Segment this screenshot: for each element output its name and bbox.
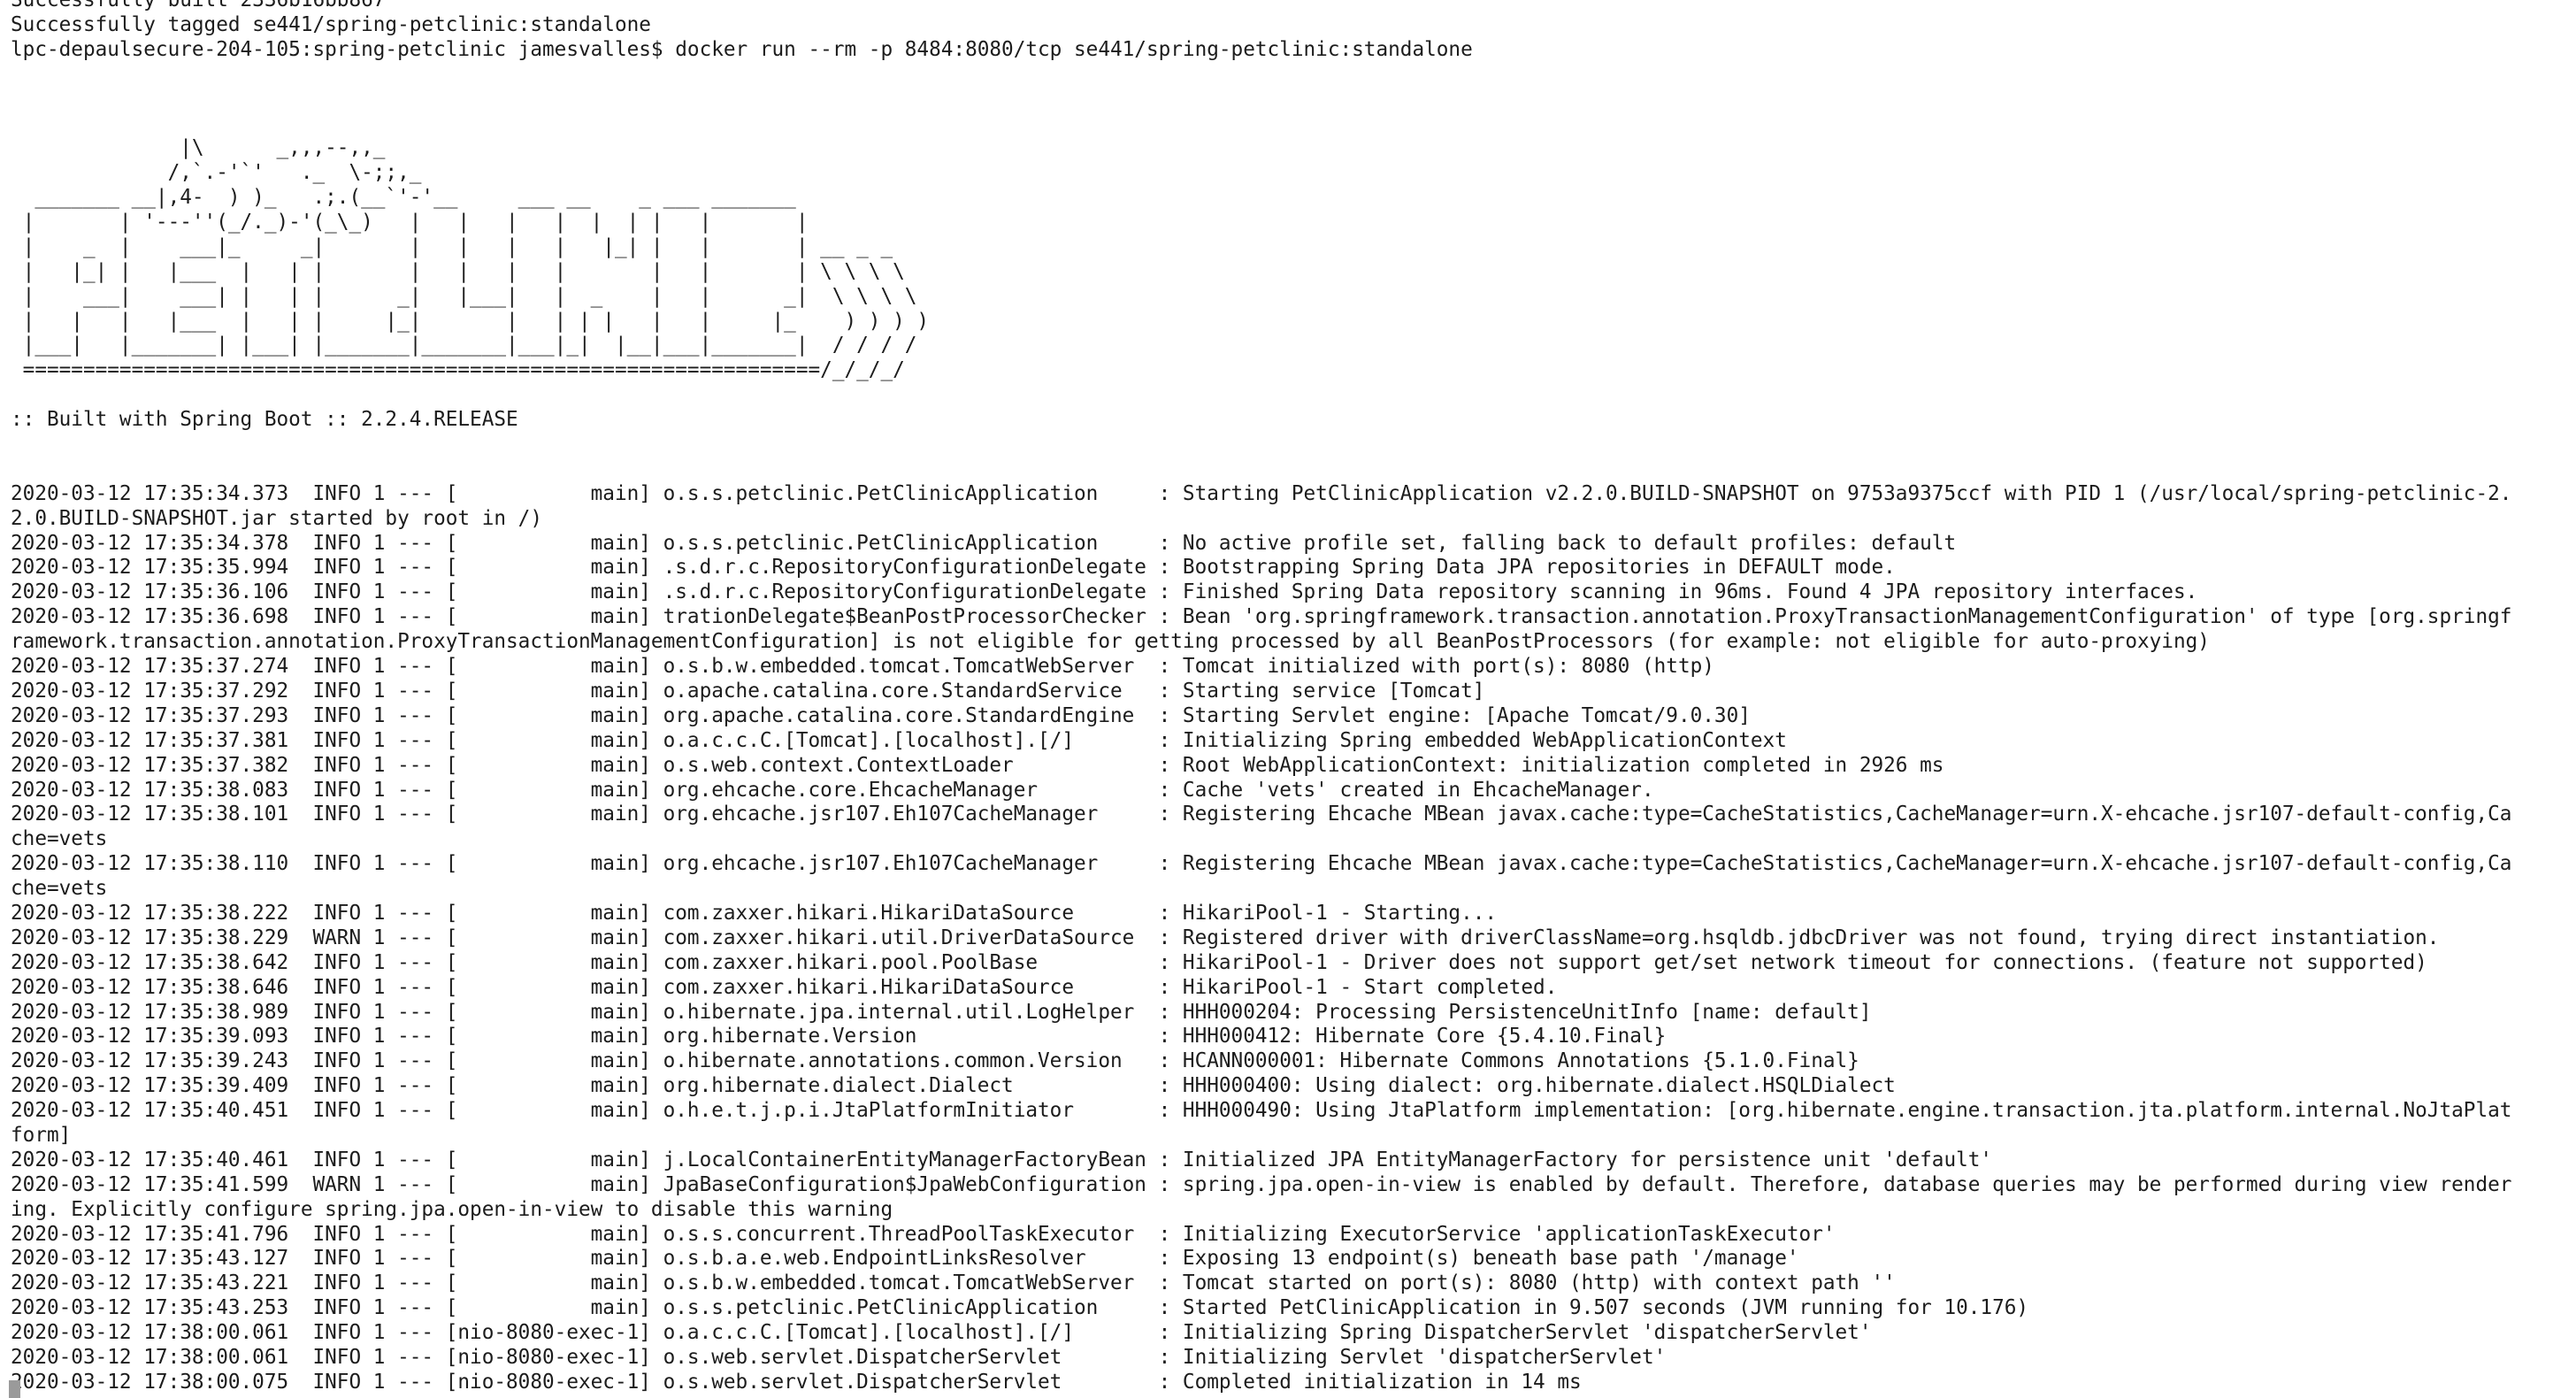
terminal-line: lpc-depaulsecure-204-105:spring-petclini…	[11, 37, 1473, 61]
terminal-line: 2020-03-12 17:35:37.293 INFO 1 --- [ mai…	[11, 703, 1751, 727]
terminal-line: ing. Explicitly configure spring.jpa.ope…	[11, 1197, 893, 1221]
terminal-line: 2020-03-12 17:38:00.061 INFO 1 --- [nio-…	[11, 1321, 1872, 1345]
terminal-line: 2020-03-12 17:35:39.093 INFO 1 --- [ mai…	[11, 1025, 1667, 1048]
terminal-line: 2020-03-12 17:35:38.989 INFO 1 --- [ mai…	[11, 1000, 1872, 1024]
terminal-line	[11, 63, 2511, 88]
terminal-line: _______ __|,4- ) )_ .;.(__`'-'__ ___ __ …	[11, 186, 796, 210]
terminal-line: :: Built with Spring Boot :: 2.2.4.RELEA…	[11, 408, 518, 432]
terminal-line: 2020-03-12 17:35:34.373 INFO 1 --- [ mai…	[11, 481, 2512, 505]
terminal-line: 2020-03-12 17:35:43.127 INFO 1 --- [ mai…	[11, 1247, 1799, 1271]
terminal-line: |\ _,,,--,,_	[11, 136, 386, 160]
terminal-line: ========================================…	[11, 358, 905, 382]
terminal-line	[11, 433, 2511, 457]
terminal-line: 2020-03-12 17:35:39.409 INFO 1 --- [ mai…	[11, 1074, 1896, 1098]
terminal-line: 2020-03-12 17:35:38.101 INFO 1 --- [ mai…	[11, 803, 2512, 826]
terminal-line: 2020-03-12 17:35:36.106 INFO 1 --- [ mai…	[11, 580, 2198, 604]
terminal-line: 2020-03-12 17:35:38.642 INFO 1 --- [ mai…	[11, 950, 2427, 974]
terminal-line	[11, 457, 2511, 482]
terminal-line: form]	[11, 1123, 72, 1147]
terminal-line: 2020-03-12 17:35:38.646 INFO 1 --- [ mai…	[11, 975, 1558, 999]
terminal-line: 2020-03-12 17:35:40.461 INFO 1 --- [ mai…	[11, 1148, 1993, 1171]
terminal-line: 2020-03-12 17:35:37.381 INFO 1 --- [ mai…	[11, 728, 1787, 752]
terminal-line: che=vets	[11, 877, 108, 901]
terminal-line: 2020-03-12 17:35:40.451 INFO 1 --- [ mai…	[11, 1099, 2512, 1123]
terminal-line: 2020-03-12 17:35:38.110 INFO 1 --- [ mai…	[11, 852, 2512, 876]
terminal-line: /,`.-'`' ._ \-;;,_	[11, 161, 422, 185]
terminal-line	[11, 88, 2511, 112]
terminal-line: 2020-03-12 17:35:34.378 INFO 1 --- [ mai…	[11, 531, 1957, 555]
terminal-line: 2.0.BUILD-SNAPSHOT.jar started by root i…	[11, 506, 542, 530]
terminal-line: 2020-03-12 17:35:37.274 INFO 1 --- [ mai…	[11, 655, 1714, 679]
terminal-line: 2020-03-12 17:38:00.061 INFO 1 --- [nio-…	[11, 1345, 1667, 1369]
terminal-cursor	[9, 1380, 20, 1398]
terminal-line: 2020-03-12 17:35:43.253 INFO 1 --- [ mai…	[11, 1296, 2029, 1320]
terminal-line: 2020-03-12 17:35:38.083 INFO 1 --- [ mai…	[11, 778, 1654, 802]
terminal-line: Successfully built 2336b16bb867	[11, 0, 386, 12]
terminal-line: | | '---''(_/._)-'(_\_) | | | | | | | | …	[11, 211, 809, 234]
terminal-line: 2020-03-12 17:35:39.243 INFO 1 --- [ mai…	[11, 1049, 1859, 1073]
terminal-line: |___| |_______| |___| |_______|_______|_…	[11, 334, 917, 357]
terminal-line	[11, 111, 2511, 136]
terminal-line: 2020-03-12 17:35:37.292 INFO 1 --- [ mai…	[11, 679, 1485, 703]
terminal-line: | ___| ___| | | | _| |___| | _ | | _| \ …	[11, 284, 917, 308]
terminal-line: 2020-03-12 17:35:36.698 INFO 1 --- [ mai…	[11, 605, 2512, 629]
terminal-line: 2020-03-12 17:35:43.221 INFO 1 --- [ mai…	[11, 1271, 1896, 1295]
terminal-line: che=vets	[11, 827, 108, 851]
terminal-line: 2020-03-12 17:35:38.222 INFO 1 --- [ mai…	[11, 901, 1498, 925]
terminal-line: 2020-03-12 17:35:37.382 INFO 1 --- [ mai…	[11, 753, 1944, 777]
terminal-line: Successfully tagged se441/spring-petclin…	[11, 12, 651, 36]
terminal-line: ramework.transaction.annotation.ProxyTra…	[11, 630, 2210, 654]
terminal-line	[11, 383, 2511, 408]
terminal-line: 2020-03-12 17:35:41.599 WARN 1 --- [ mai…	[11, 1172, 2512, 1196]
terminal-line: 2020-03-12 17:35:41.796 INFO 1 --- [ mai…	[11, 1222, 1836, 1246]
terminal-line: 2020-03-12 17:38:00.075 INFO 1 --- [nio-…	[11, 1370, 1582, 1394]
terminal-line: 2020-03-12 17:35:38.229 WARN 1 --- [ mai…	[11, 926, 2440, 949]
terminal-line: | _ | ___|_ _| | | | | |_| | | | __ _ _	[11, 234, 893, 258]
terminal-line: | |_| | |___ | | | | | | | | | | \ \ \ \	[11, 259, 905, 283]
terminal-line: | | | |___ | | | |_| | | | | | | |_ ) ) …	[11, 309, 930, 333]
terminal-line: 2020-03-12 17:35:35.994 INFO 1 --- [ mai…	[11, 556, 1896, 580]
